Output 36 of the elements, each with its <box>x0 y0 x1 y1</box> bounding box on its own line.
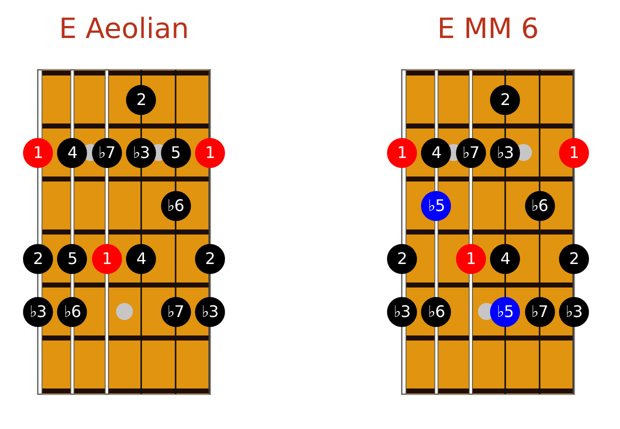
note-dot: ♭7 <box>524 296 555 326</box>
note-dot: ♭7 <box>92 138 122 168</box>
note-dot: 4 <box>126 244 156 274</box>
note-dot: 4 <box>421 138 452 168</box>
note-dot: ♭6 <box>57 296 88 326</box>
note-dot: 2 <box>195 244 225 274</box>
note-dot: 2 <box>23 244 53 274</box>
note-dot: ♭3 <box>387 296 417 326</box>
added-note-dot: ♭5 <box>421 190 452 220</box>
note-dot: ♭7 <box>160 296 191 326</box>
root-note-dot: 1 <box>23 138 53 168</box>
scale-title: E MM 6 <box>437 12 539 46</box>
note-dot: 4 <box>490 244 520 274</box>
note-dot: ♭6 <box>421 296 452 326</box>
note-dot: ♭3 <box>126 138 156 168</box>
note-dot: ♭3 <box>195 296 225 326</box>
note-dot: 5 <box>160 138 191 168</box>
note-dot: ♭3 <box>23 296 53 326</box>
note-dot: 4 <box>57 138 88 168</box>
root-note-dot: 1 <box>92 244 122 274</box>
root-note-dot: 1 <box>195 138 225 168</box>
note-dot: 2 <box>559 244 589 274</box>
note-dot: ♭3 <box>490 138 520 168</box>
note-dot: 2 <box>126 84 156 114</box>
note-dot: 2 <box>387 244 417 274</box>
note-dot: ♭7 <box>456 138 486 168</box>
note-dot: ♭6 <box>160 190 191 220</box>
added-note-dot: ♭5 <box>490 296 520 326</box>
root-note-dot: 1 <box>456 244 486 274</box>
note-dot: 2 <box>490 84 520 114</box>
note-dot: ♭3 <box>559 296 589 326</box>
root-note-dot: 1 <box>387 138 417 168</box>
root-note-dot: 1 <box>559 138 589 168</box>
scale-title: E Aeolian <box>58 12 190 46</box>
note-dot: 5 <box>57 244 88 274</box>
note-dot: ♭6 <box>524 190 555 220</box>
